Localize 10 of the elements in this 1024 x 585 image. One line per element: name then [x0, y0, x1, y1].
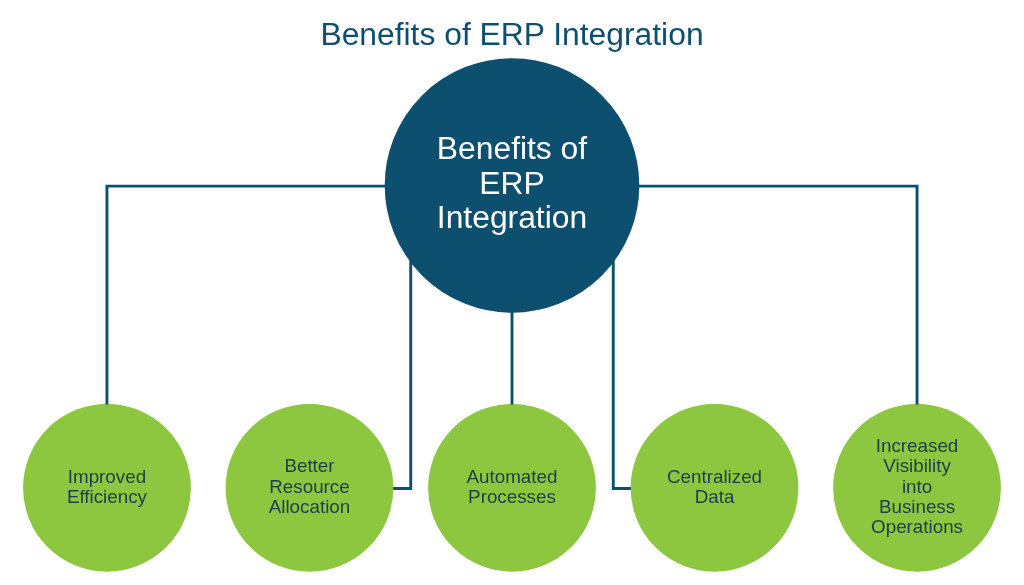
node-circle: Increased Visibility into Business Operations	[833, 403, 1001, 572]
connector	[637, 184, 919, 405]
connector	[105, 184, 387, 405]
node-circle: Centralized Data	[630, 403, 799, 572]
node-circle: Improved Efficiency	[23, 403, 191, 572]
diagram-title: Benefits of ERP Integration	[320, 16, 704, 53]
node-circle: Benefits of ERP Integration	[384, 58, 640, 313]
node-circle: Better Resource Allocation	[225, 403, 394, 572]
node-circle: Automated Processes	[428, 403, 596, 572]
connector	[510, 310, 514, 405]
